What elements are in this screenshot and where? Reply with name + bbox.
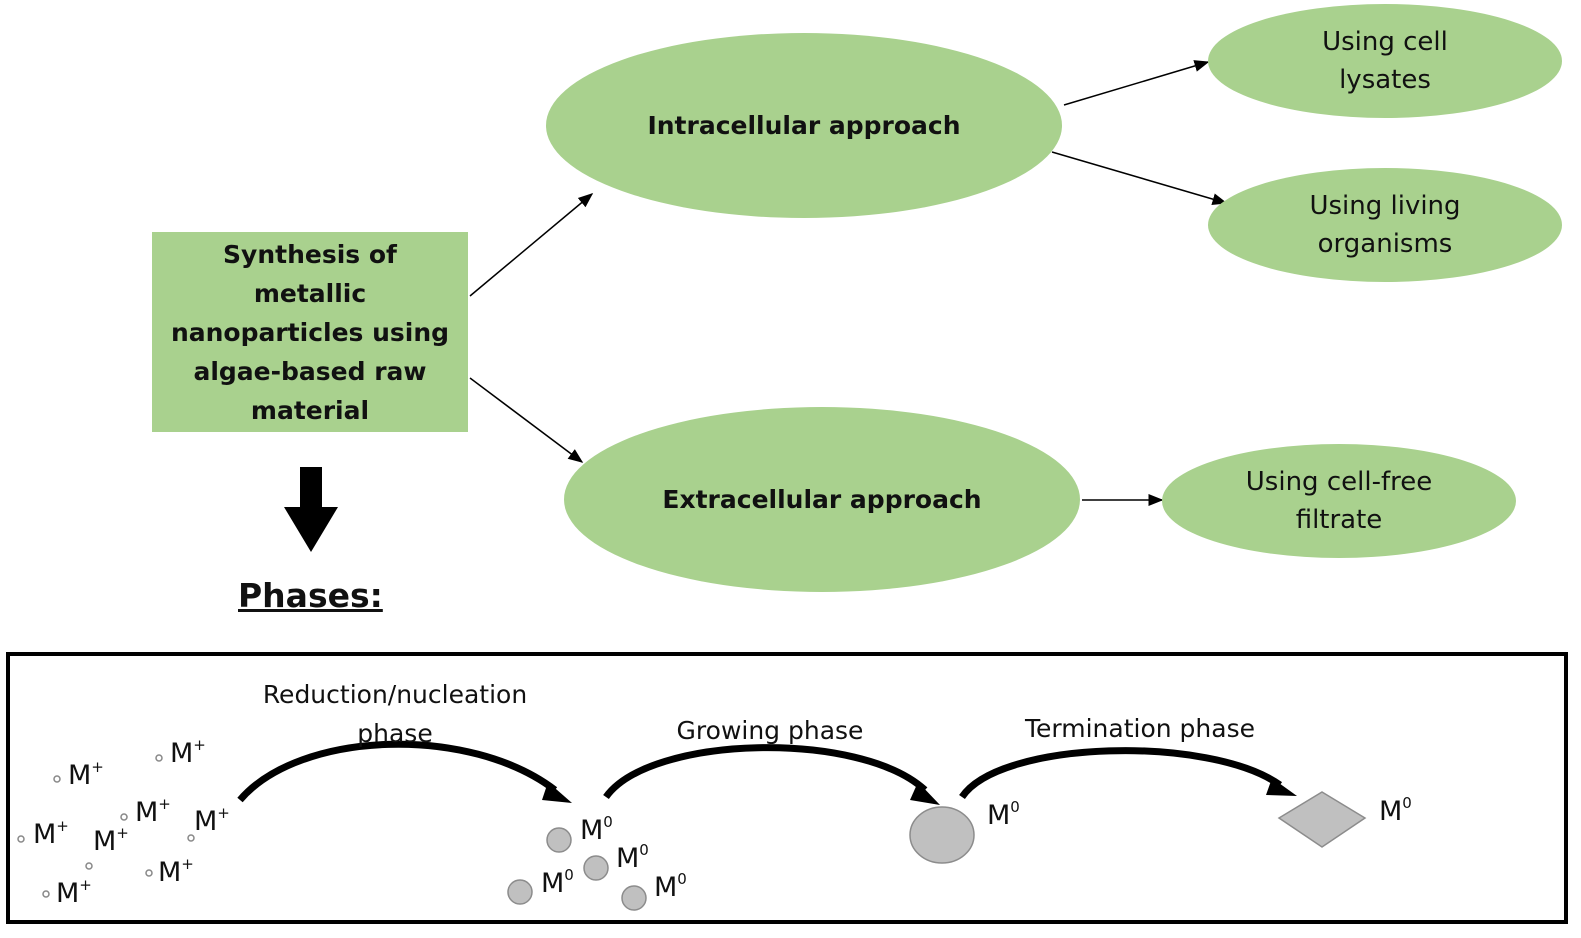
- ion-label: M+: [135, 795, 171, 828]
- grown-particle: [909, 806, 975, 864]
- arrow-intra-to-lysates: [1063, 60, 1210, 106]
- atom-label: M0: [654, 870, 687, 903]
- ion-dot: [85, 862, 93, 870]
- extracellular-label: Extracellular approach: [662, 485, 982, 514]
- arrowhead-termination: [1266, 778, 1297, 796]
- terminated-particle: [1277, 791, 1367, 848]
- ion-label: M+: [170, 736, 206, 769]
- intracellular-label: Intracellular approach: [647, 111, 961, 140]
- ion-label: M+: [68, 758, 104, 791]
- curved-arrow-termination: [959, 747, 1283, 800]
- method-cell-free-filtrate: Using cell-free filtrate: [1162, 444, 1516, 558]
- arrow-root-to-intracellular: [469, 193, 594, 297]
- phase-label-reduction: Reduction/nucleation phase: [262, 680, 528, 748]
- method-cell-lysates: Using cell lysates: [1208, 4, 1562, 118]
- arrow-root-to-extracellular: [469, 377, 584, 463]
- curved-arrow-growing: [603, 744, 928, 800]
- root-node-label: Synthesis of metallic nanoparticles usin…: [170, 239, 450, 425]
- ion-dot: [53, 775, 61, 783]
- curved-arrow-reduction: [237, 740, 558, 803]
- down-arrow-icon: [284, 467, 338, 552]
- nucleus-particle: [507, 879, 533, 905]
- phase-label-growing: Growing phase: [676, 716, 864, 745]
- ion-dot: [155, 754, 163, 762]
- ion-dot: [120, 813, 128, 821]
- method-label: Using living organisms: [1309, 191, 1461, 259]
- atom-label: M0: [987, 798, 1020, 831]
- atom-label: M0: [541, 866, 574, 899]
- ion-label: M+: [194, 804, 230, 837]
- ion-dot: [17, 835, 25, 843]
- nucleus-particle: [621, 885, 647, 911]
- method-living-organisms: Using living organisms: [1208, 168, 1562, 282]
- nucleus-particle: [583, 855, 609, 881]
- intracellular-node: Intracellular approach: [546, 33, 1062, 218]
- root-node: Synthesis of metallic nanoparticles usin…: [152, 232, 468, 432]
- ion-dot: [187, 834, 195, 842]
- atom-label: M0: [580, 813, 613, 846]
- ion-dot: [42, 890, 50, 898]
- phases-title: Phases:: [238, 576, 383, 615]
- arrowhead-growing: [910, 782, 940, 805]
- ion-label: M+: [158, 855, 194, 888]
- atom-label: M0: [1379, 794, 1412, 827]
- ion-label: M+: [93, 824, 129, 857]
- nucleus-particle: [546, 827, 572, 853]
- ion-dot: [145, 869, 153, 877]
- phase-label-termination: Termination phase: [1025, 714, 1255, 743]
- method-label: Using cell-free filtrate: [1245, 467, 1433, 535]
- arrowhead-reduction: [542, 782, 572, 803]
- extracellular-node: Extracellular approach: [564, 407, 1080, 592]
- atom-label: M0: [616, 841, 649, 874]
- ion-label: M+: [56, 876, 92, 909]
- method-label: Using cell lysates: [1322, 27, 1448, 95]
- arrow-intra-to-living: [1051, 151, 1228, 205]
- phases-panel: [6, 652, 1568, 924]
- ion-label: M+: [33, 817, 69, 850]
